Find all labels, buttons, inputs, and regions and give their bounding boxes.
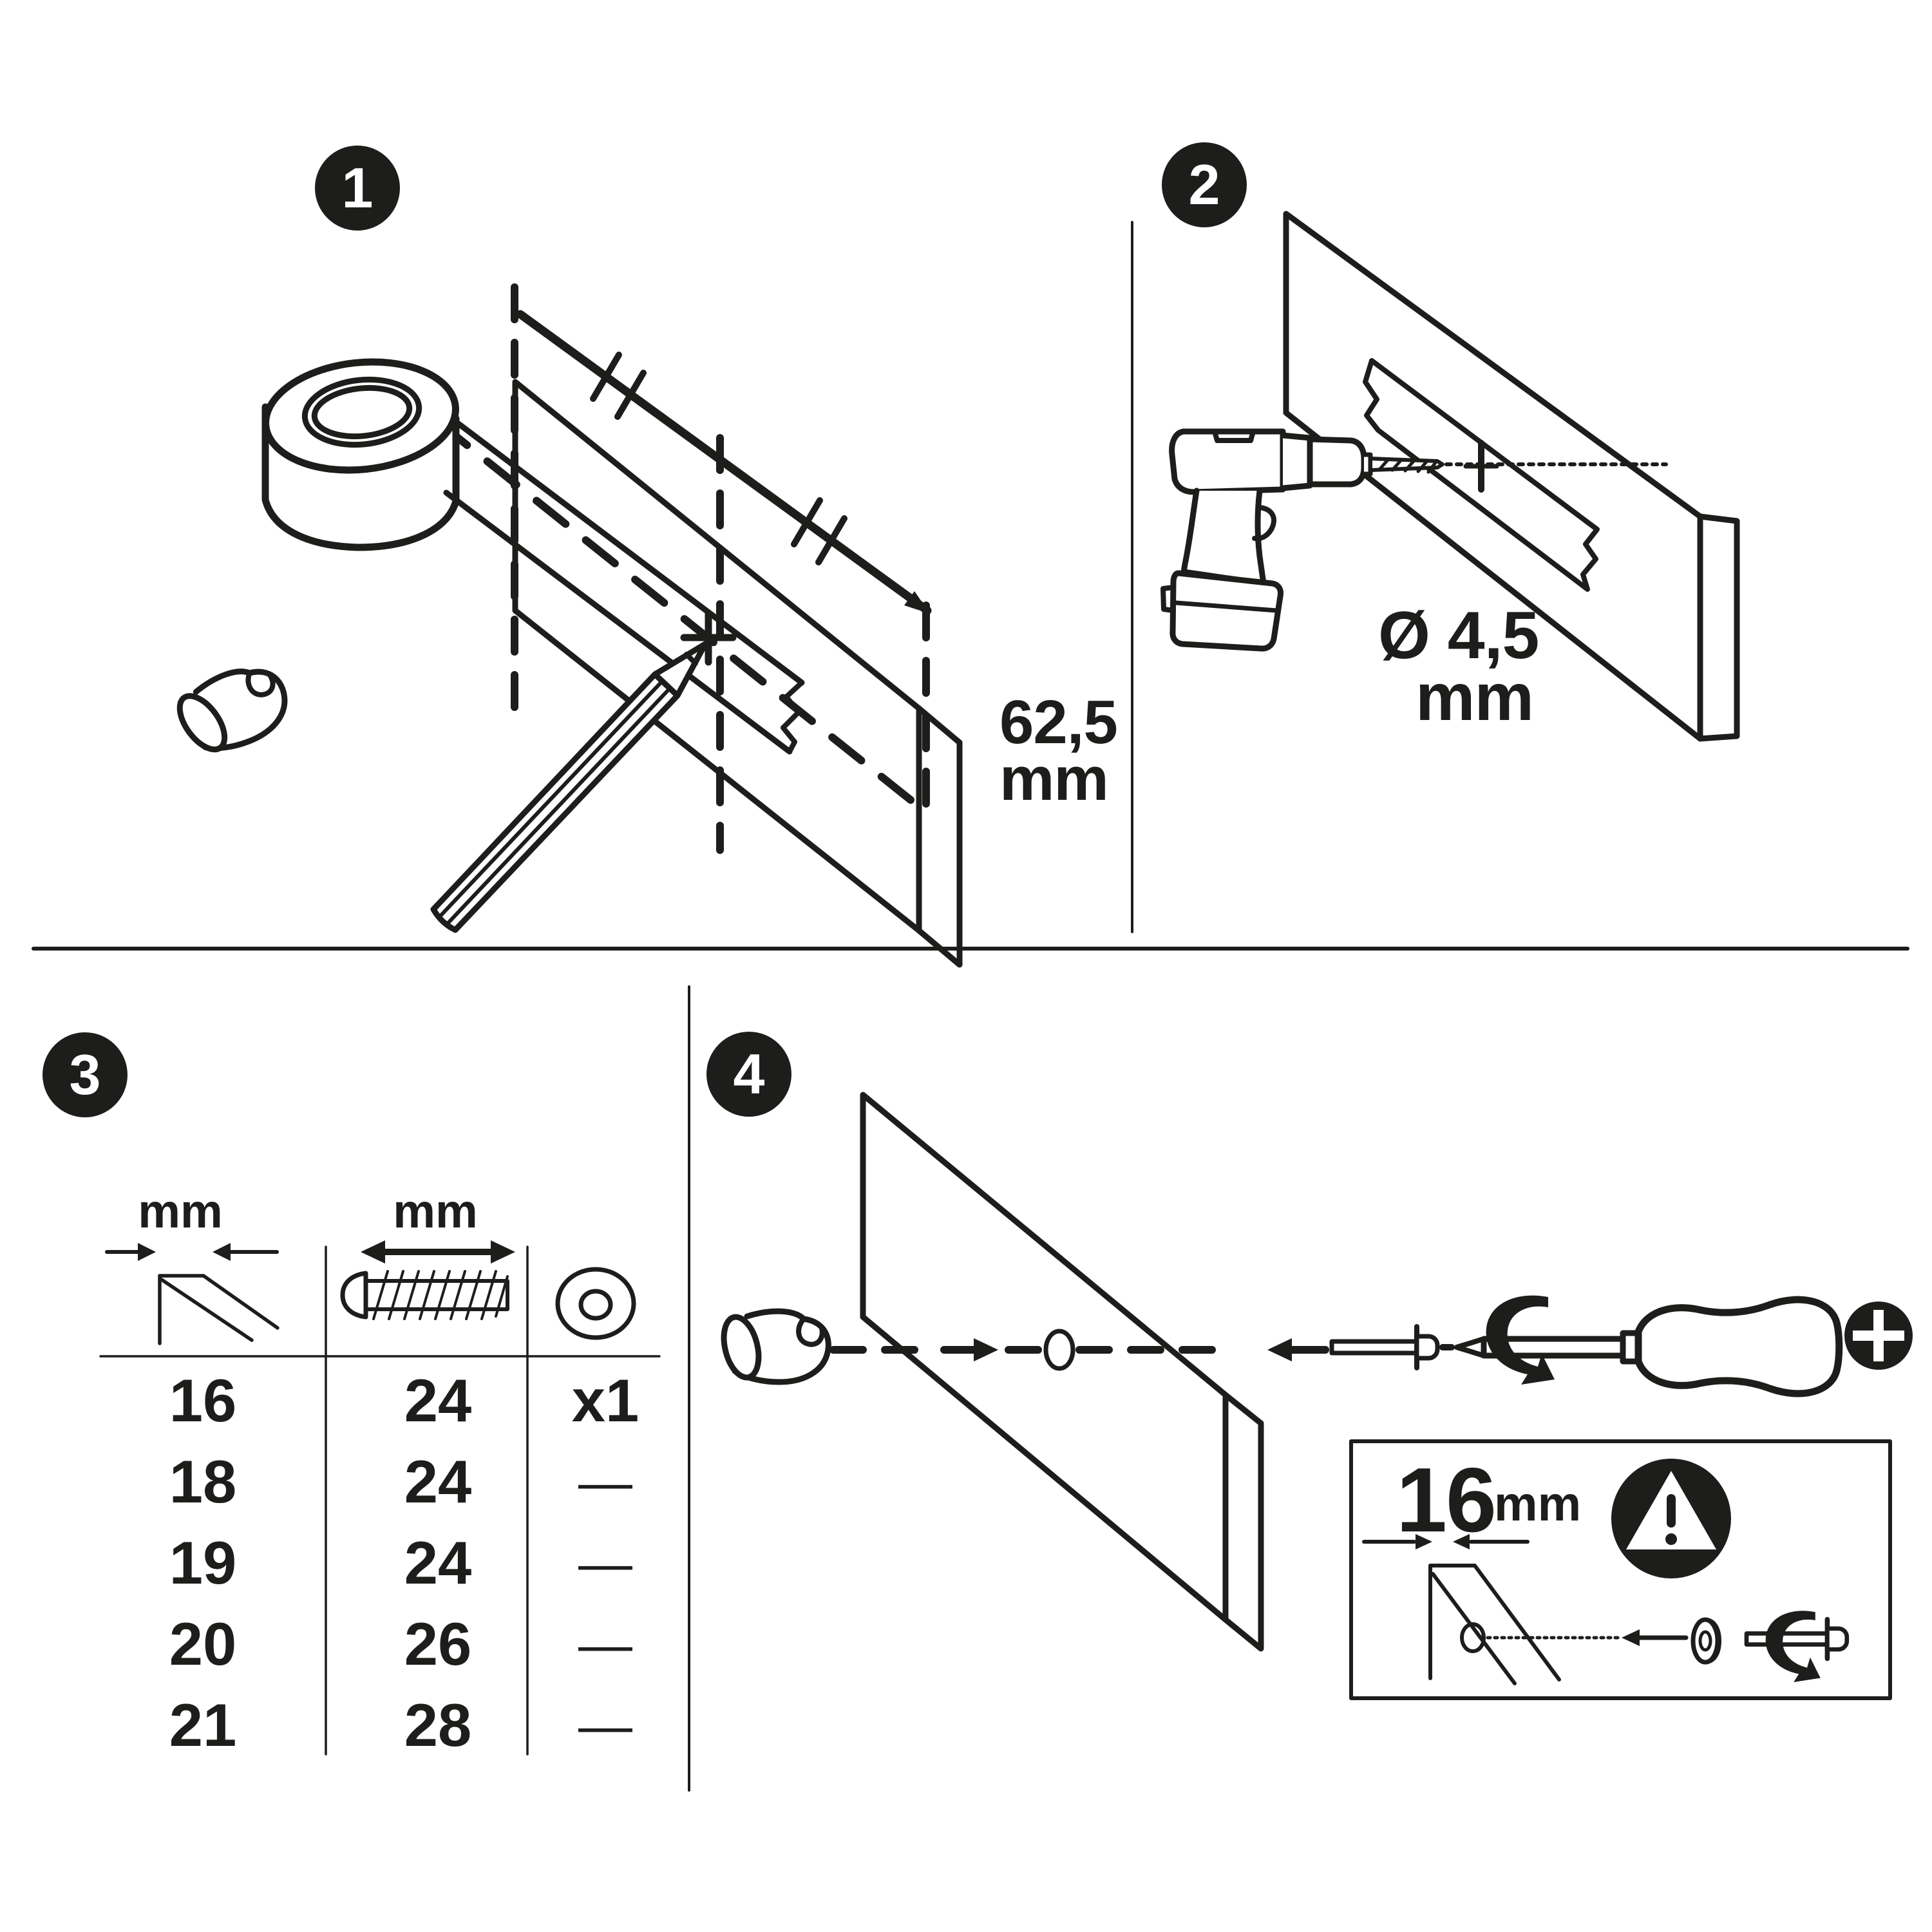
knob-part-icon <box>718 1311 828 1382</box>
panel-corner-icon <box>1428 1564 1561 1685</box>
table-cell-screw-length: 24 <box>404 1367 472 1434</box>
pencil-icon <box>430 641 708 933</box>
table-cell-washer-qty: — <box>578 1533 632 1593</box>
board-panel <box>512 379 963 968</box>
board-panel <box>860 1092 1264 1652</box>
table-cell-screw-length: 24 <box>404 1529 472 1596</box>
table-cell-thickness: 19 <box>169 1529 237 1596</box>
diameter-value: Ø 4,5 <box>1378 598 1539 673</box>
drill-mark-cross <box>1463 440 1499 493</box>
warning-triangle-icon <box>1611 1459 1731 1578</box>
knob-part-icon <box>167 657 296 764</box>
screwdriver-icon <box>1454 1296 1843 1397</box>
step1-dimension-caption: 62,5 mm <box>999 688 1118 814</box>
tape-strip <box>1363 358 1600 592</box>
step4-badge: 4 <box>706 1032 791 1117</box>
dimension-line <box>516 310 932 615</box>
table-cell-screw-length: 26 <box>404 1610 472 1678</box>
drill-bit-icon <box>1368 457 1444 474</box>
step2-badge: 2 <box>1162 142 1247 227</box>
warning-thickness-unit: mm <box>1494 1477 1582 1531</box>
table-cell-washer-qty: x1 <box>571 1367 639 1434</box>
tape-roll-icon <box>261 358 460 551</box>
dimension-unit: mm <box>999 744 1109 814</box>
phillips-head-icon <box>1844 1302 1913 1370</box>
table-header-unit-thickness: mm <box>138 1184 223 1238</box>
drilled-hole <box>1043 1329 1075 1371</box>
step4-illustration <box>718 1092 1913 1700</box>
dashed-centre-line <box>434 418 925 812</box>
dimension-value: 62,5 <box>999 688 1118 757</box>
table-cell-screw-length: 28 <box>404 1691 472 1759</box>
table-cell-thickness: 21 <box>169 1691 237 1759</box>
panel-thickness-icon <box>105 1243 279 1345</box>
table-cell-screw-length: 24 <box>404 1448 472 1515</box>
table-cell-thickness: 16 <box>169 1367 237 1434</box>
step1-badge: 1 <box>315 146 400 231</box>
drill-icon <box>1160 428 1444 652</box>
step1-illustration <box>167 283 963 968</box>
section-dividers <box>32 221 1909 1792</box>
pencil-mark-cross <box>680 609 737 666</box>
table-cell-washer-qty: — <box>578 1614 632 1674</box>
washer-icon <box>555 1267 636 1340</box>
size-table-rules <box>99 1245 661 1756</box>
step2-illustration <box>1160 211 1740 742</box>
warning-inset-box <box>1349 1439 1892 1700</box>
table-header-unit-screw: mm <box>393 1184 478 1238</box>
tape-strip <box>443 421 805 755</box>
table-cell-thickness: 18 <box>169 1448 237 1515</box>
table-cell-washer-qty: — <box>578 1695 632 1756</box>
diameter-unit: mm <box>1416 659 1534 735</box>
table-cell-thickness: 20 <box>169 1610 237 1678</box>
table-cell-washer-qty: — <box>578 1452 632 1512</box>
screw-icon <box>1332 1327 1437 1368</box>
step3-badge: 3 <box>43 1032 128 1117</box>
warning-thickness-value: 16 <box>1396 1449 1497 1551</box>
step2-diameter-caption: Ø 4,5 mm <box>1378 598 1539 735</box>
assembly-axis <box>829 1338 1329 1361</box>
board-panel <box>1283 211 1740 742</box>
screw-length-icon <box>340 1240 515 1320</box>
size-table: 16 24 x1 18 24 — 19 24 — 20 26 — 21 28 — <box>64 1360 676 1766</box>
washer-icon <box>1690 1617 1721 1665</box>
